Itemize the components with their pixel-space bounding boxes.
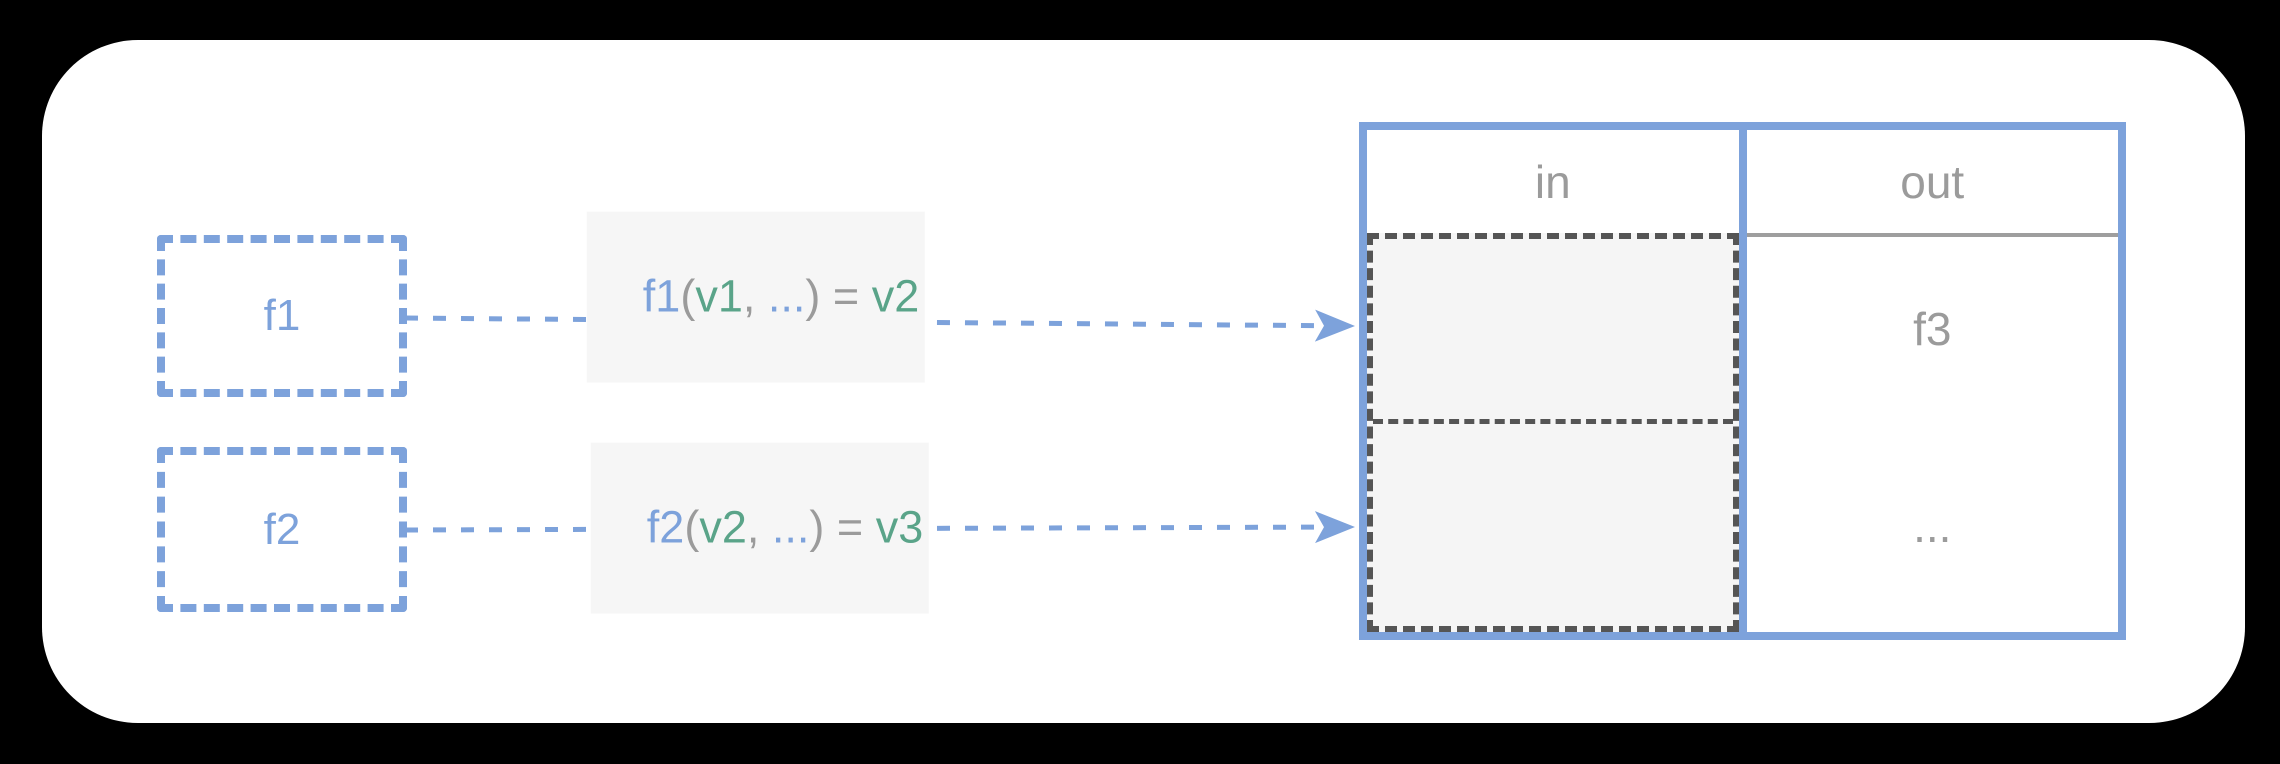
edge-label-f2-seg-dots: ... xyxy=(771,501,810,553)
edge-label-f1-seg-paren: ( xyxy=(680,270,696,322)
edge-label-f1-seg-result: v2 xyxy=(871,270,920,322)
in-cell-row1 xyxy=(1373,239,1733,424)
edge-label-f2-seg-cparen: ) xyxy=(809,501,825,553)
out-cell-row2: ... xyxy=(1913,500,1952,552)
edge-label-f1-seg-fn: f1 xyxy=(642,270,681,322)
edge-label-f2-seg-paren: ( xyxy=(684,501,700,553)
edge-label-f2-seg-result: v3 xyxy=(875,501,924,553)
edge-label-f1: f1(v1, ...) = v2 xyxy=(586,211,926,383)
out-column: f3 ... xyxy=(1746,233,2118,632)
edge-label-f2-seg-fn: f2 xyxy=(646,501,685,553)
edge-label-f1-seg-cparen: ) xyxy=(805,270,821,322)
edge-label-f1-seg-comma: , xyxy=(742,270,768,322)
in-column-dashed-region xyxy=(1367,233,1739,632)
diagram-canvas: f1 f2 f1(v1, ...) = v2 f2(v2, ...) = v3 … xyxy=(42,40,2245,723)
edges-layer xyxy=(404,309,1356,544)
edge-label-f1-seg-dots: ... xyxy=(767,270,806,322)
arrow-f1-to-in-row1 xyxy=(404,309,1356,342)
table-header-out: out xyxy=(1900,155,1965,208)
edge-label-f1-seg-arg: v1 xyxy=(695,270,743,322)
edge-label-f1-seg-equals: = xyxy=(820,270,872,322)
column-divider xyxy=(1738,130,1747,632)
table-header-in: in xyxy=(1534,155,1571,208)
node-f1-label: f1 xyxy=(263,291,301,340)
node-f2: f2 xyxy=(157,447,407,612)
edge-label-f2-seg-arg: v2 xyxy=(699,501,747,553)
in-cell-row2 xyxy=(1373,424,1733,626)
io-table: in out f3 ... xyxy=(1359,122,2126,640)
node-f1: f1 xyxy=(157,235,407,397)
node-f2-label: f2 xyxy=(263,504,301,554)
edge-label-f2-seg-equals: = xyxy=(824,501,876,553)
out-cell-row1: f3 xyxy=(1913,302,1952,355)
arrow-f2-to-in-row2 xyxy=(404,511,1356,544)
edge-label-f2: f2(v2, ...) = v3 xyxy=(590,442,930,614)
edge-label-f2-seg-comma: , xyxy=(746,501,772,553)
